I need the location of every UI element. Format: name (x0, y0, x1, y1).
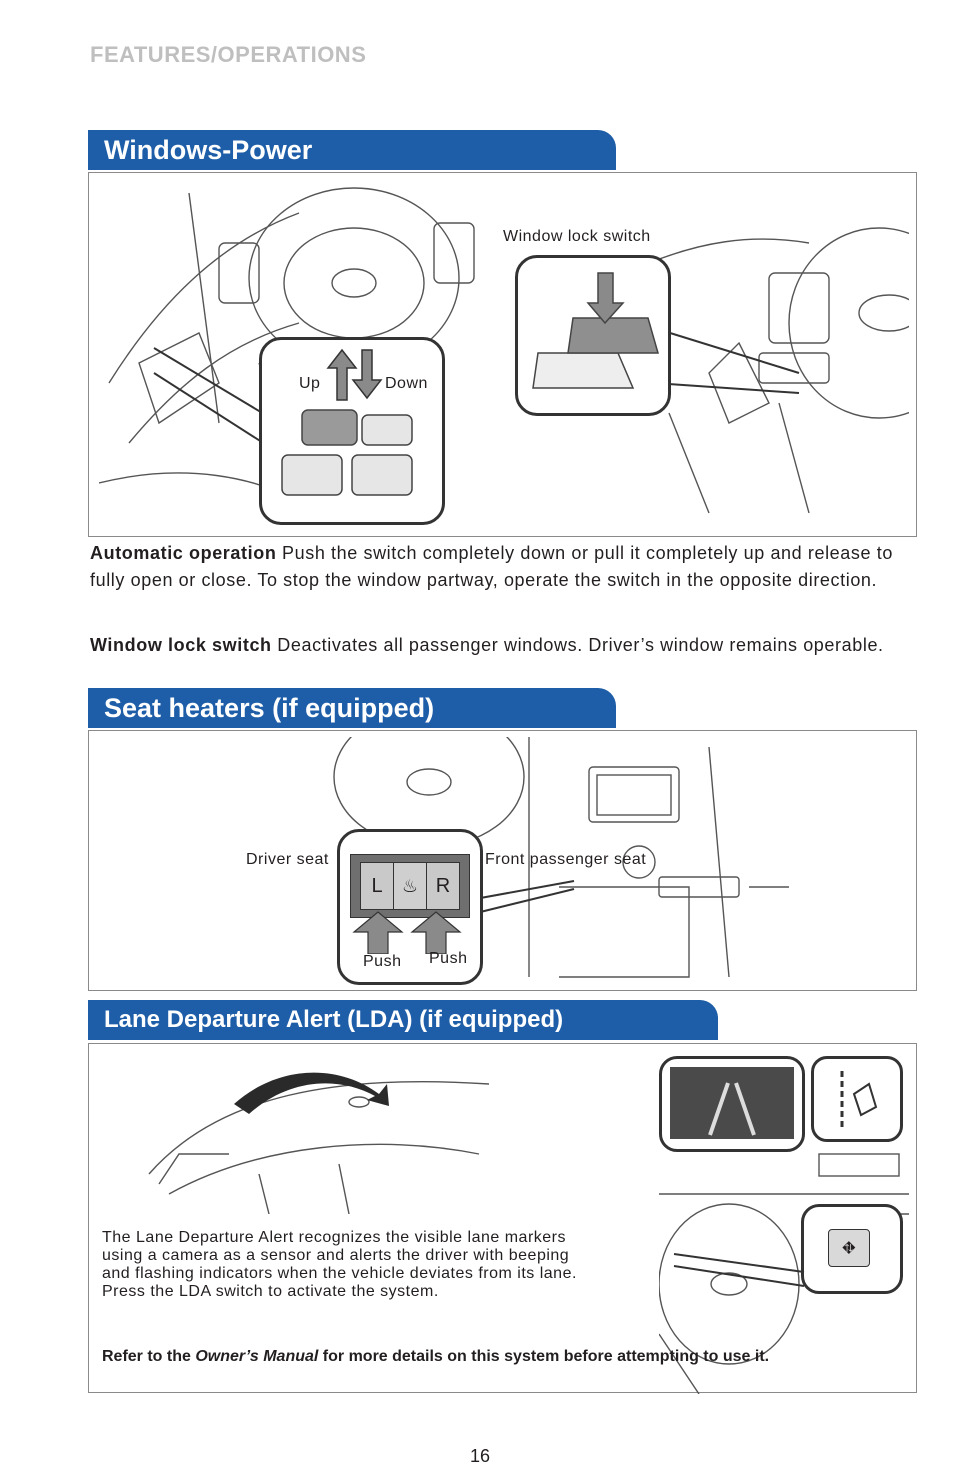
seat-heaters-panel: Driver seat Front passenger seat L ♨ R P… (88, 730, 917, 991)
down-label: Down (385, 375, 428, 392)
lda-dashboard-illustration (659, 1153, 909, 1394)
push-arrows (352, 911, 462, 954)
windows-power-banner: Windows-Power (88, 130, 616, 170)
left-seat-heater-button[interactable]: L (360, 862, 394, 910)
lda-switch-inset: ⛖ (801, 1204, 903, 1294)
section-header: FEATURES/OPERATIONS (90, 42, 367, 67)
lda-refer-prefix: Refer to the (102, 1348, 196, 1365)
page-number: 16 (469, 1446, 491, 1466)
lda-indicator-inset (811, 1056, 903, 1142)
window-lock-text: Deactivates all passenger windows. Drive… (277, 635, 884, 655)
window-switch-illustration (281, 348, 413, 496)
automatic-operation-paragraph: Automatic operation Push the switch comp… (90, 540, 910, 594)
lda-switch-callout-line (673, 1253, 805, 1287)
up-label: Up (299, 375, 321, 392)
lda-switch-button[interactable]: ⛖ (828, 1229, 870, 1267)
windows-power-title: Windows-Power (104, 135, 313, 165)
lane-lines-illustration (708, 1082, 756, 1136)
owners-manual-reference: Owner’s Manual (195, 1348, 319, 1365)
window-lock-switch-inset (515, 255, 671, 416)
lda-indicator-icon (840, 1071, 878, 1127)
lda-panel: ⛖ The Lane Departure Alert recognizes th… (88, 1043, 917, 1394)
lda-title: Lane Departure Alert (LDA) (if equipped) (104, 1006, 564, 1033)
seat-heaters-title: Seat heaters (if equipped) (104, 693, 435, 723)
seat-heater-icon: ♨ (393, 862, 427, 910)
passenger-door-illustration (649, 227, 909, 514)
lda-refer-note: Refer to the Owner’s Manual for more det… (102, 1347, 842, 1366)
push-left-label: Push (363, 953, 402, 970)
window-lock-switch-illustration (532, 272, 659, 389)
front-passenger-seat-label: Front passenger seat (485, 851, 647, 868)
window-lock-paragraph: Window lock switch Deactivates all passe… (90, 632, 910, 659)
push-right-label: Push (429, 950, 468, 967)
window-switch-inset (259, 337, 445, 525)
window-switch-callout-line (153, 347, 280, 454)
automatic-operation-heading: Automatic operation (90, 543, 277, 563)
window-lock-switch-label: Window lock switch (503, 228, 651, 245)
lda-display-inset (659, 1056, 805, 1152)
right-button-label: R (435, 875, 451, 897)
lda-banner: Lane Departure Alert (LDA) (if equipped) (88, 1000, 718, 1040)
left-button-label: L (371, 875, 383, 897)
window-lock-heading: Window lock switch (90, 635, 272, 655)
lda-refer-suffix: for more details on this system before a… (318, 1348, 770, 1365)
lda-display-screen (670, 1067, 794, 1139)
right-seat-heater-button[interactable]: R (426, 862, 460, 910)
seat-heater-switch-inset: L ♨ R (337, 829, 483, 985)
lda-description: The Lane Departure Alert recognizes the … (102, 1229, 577, 1300)
lock-switch-callout-line (653, 327, 800, 394)
automatic-operation-text: Push the switch completely down or pull … (90, 543, 893, 590)
driver-seat-label: Driver seat (246, 851, 329, 868)
windshield-illustration (148, 1072, 490, 1214)
windows-illustration-panel: Up Down Window lock switch (88, 172, 917, 537)
seat-heaters-banner: Seat heaters (if equipped) (88, 688, 616, 728)
